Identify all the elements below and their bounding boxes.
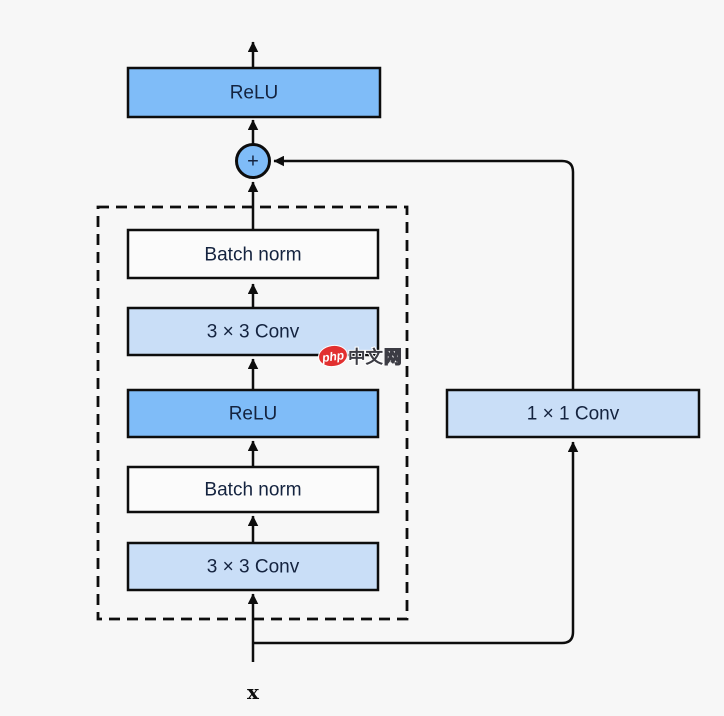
conv3x3-top-label: 3 × 3 Conv bbox=[207, 322, 300, 343]
conv1x1-box bbox=[445, 388, 701, 439]
add-node: + bbox=[235, 143, 271, 179]
input-label: x bbox=[247, 680, 260, 704]
arrow-skip-branch-up bbox=[253, 441, 579, 645]
batch-norm-bottom-box bbox=[126, 465, 380, 514]
output-relu-box bbox=[126, 66, 382, 119]
output-relu-label: ReLU bbox=[230, 83, 279, 104]
inner-relu-box bbox=[126, 388, 380, 439]
conv1x1-label: 1 × 1 Conv bbox=[527, 404, 620, 425]
add-circle bbox=[235, 143, 271, 179]
node-labels: ReLU Batch norm 3 × 3 Conv ReLU Batch no… bbox=[204, 83, 619, 578]
connector-arrows bbox=[247, 41, 579, 662]
watermark: php 中文 网 bbox=[318, 344, 402, 368]
plus-icon: + bbox=[247, 151, 259, 173]
node-boxes bbox=[126, 66, 701, 592]
watermark-php-badge bbox=[318, 344, 348, 368]
conv3x3-bottom-box bbox=[126, 541, 380, 592]
batch-norm-bottom-label: Batch norm bbox=[204, 480, 301, 501]
watermark-text-solid: 中文 bbox=[348, 347, 383, 367]
arrow-skip-to-add bbox=[273, 155, 575, 390]
inner-relu-label: ReLU bbox=[229, 404, 278, 425]
watermark-text-outline: 网 bbox=[384, 347, 402, 367]
conv3x3-bottom-label: 3 × 3 Conv bbox=[207, 557, 300, 578]
batch-norm-top-box bbox=[126, 228, 380, 280]
watermark-php-label: php bbox=[320, 348, 345, 365]
batch-norm-top-label: Batch norm bbox=[204, 245, 301, 266]
